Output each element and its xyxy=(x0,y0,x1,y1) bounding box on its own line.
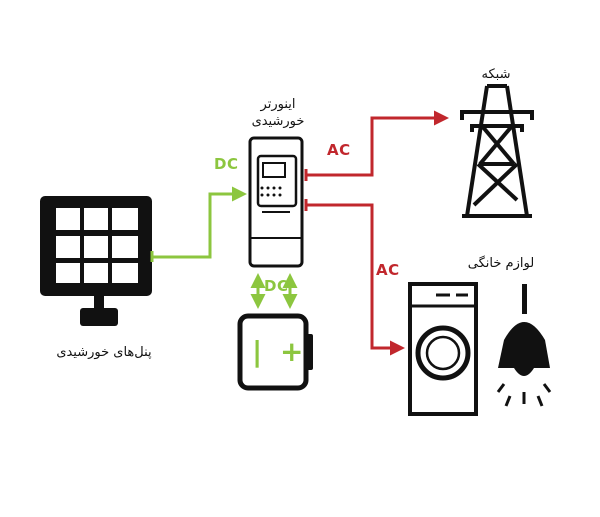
ac-label-grid: AC xyxy=(327,141,351,159)
ac-connector-inverter-appliances xyxy=(304,199,405,356)
ac-label-appliances: AC xyxy=(376,261,400,279)
panels-label: پنل‌های خورشیدی xyxy=(56,345,152,360)
dc-label-battery: DC xyxy=(264,277,289,295)
transmission-tower-icon xyxy=(460,84,534,218)
battery-icon xyxy=(237,313,313,391)
light-bulb-icon xyxy=(496,284,552,407)
battery-positive-symbol: + xyxy=(280,335,304,368)
battery-negative-symbol: | xyxy=(252,335,263,368)
inverter-icon xyxy=(248,136,304,268)
ac-connector-inverter-grid xyxy=(304,110,449,181)
dc-connector-panel-inverter xyxy=(150,186,247,262)
inverter-label-line-2: خورشیدی xyxy=(251,114,305,129)
inverter-label: اینورتر خورشیدی xyxy=(232,96,324,130)
inverter-label-line-1: اینورتر xyxy=(260,97,296,112)
solar-panel-icon xyxy=(40,196,152,326)
grid-label: شبکه xyxy=(481,67,511,82)
appliances-label: لوازم خانگی xyxy=(467,256,535,271)
dc-connector-inverter-battery xyxy=(250,273,298,309)
washing-machine-icon xyxy=(408,282,478,416)
dc-label-panel: DC xyxy=(214,155,239,173)
